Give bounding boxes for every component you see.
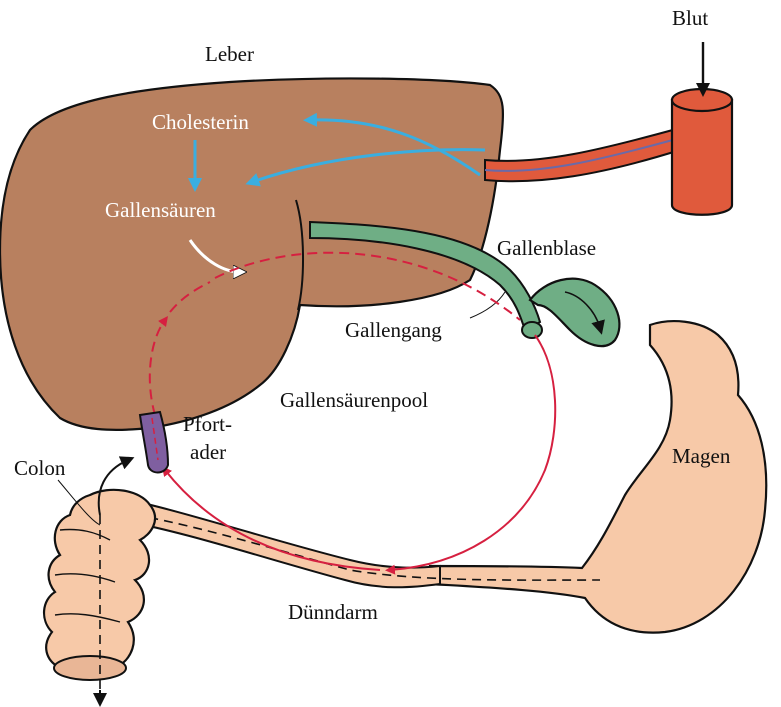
blood-cylinder <box>672 100 732 215</box>
stomach-shape <box>430 321 766 632</box>
label-gallengang: Gallengang <box>345 320 442 341</box>
label-gallenblase: Gallenblase <box>497 238 596 259</box>
small-intestine-shape <box>118 498 440 587</box>
colon-opening <box>54 656 126 680</box>
label-gallensaeuren: Gallensäuren <box>105 200 216 221</box>
blood-cylinder-top <box>672 89 732 111</box>
label-magen: Magen <box>672 446 730 467</box>
liver-shape <box>0 78 503 429</box>
cycle-duct-to-intestine <box>390 335 555 570</box>
blood-vessel-tube <box>485 128 680 181</box>
bile-duct-end <box>522 322 542 338</box>
label-blut: Blut <box>672 8 708 29</box>
gallbladder-shape <box>530 279 619 346</box>
label-colon: Colon <box>14 458 65 479</box>
label-pfortader-line2: ader <box>190 442 226 463</box>
label-pfortader-line1: Pfort- <box>183 414 232 435</box>
label-duenndarm: Dünndarm <box>288 602 378 623</box>
label-leber: Leber <box>205 44 254 65</box>
label-gallensaeurenpool: Gallensäurenpool <box>280 390 428 411</box>
label-cholesterin: Cholesterin <box>152 112 249 133</box>
gallengang-label-leader <box>470 292 505 318</box>
